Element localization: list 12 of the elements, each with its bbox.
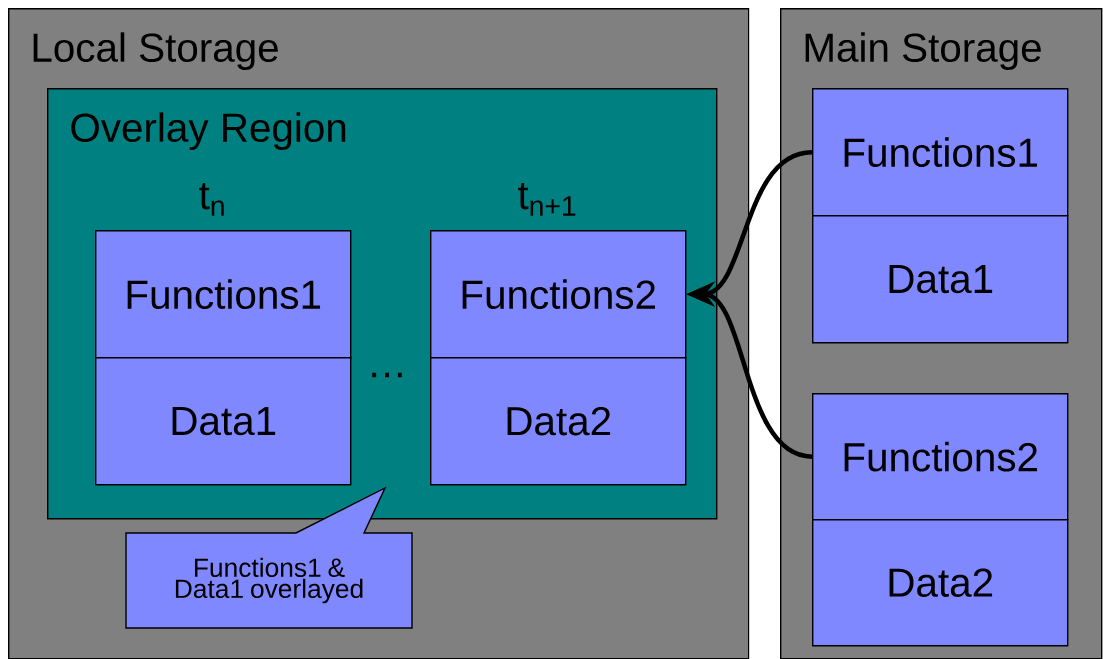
time-label: t$_{n}$ [199,182,224,216]
callout-box: Functions1 & Data1 overlayed [125,486,413,629]
memory-block: Data1 [812,215,1069,344]
memory-block: Data2 [430,357,687,486]
memory-block: Data1 [95,357,352,486]
memory-block: Functions2 [430,230,687,359]
time-label: t$_{n+1}$ [518,182,576,216]
ellipsis: … [372,372,402,378]
memory-block: Functions2 [812,393,1069,521]
memory-block: Data2 [812,519,1069,647]
memory-block: Functions1 [812,88,1069,217]
memory-block: Functions1 [95,230,352,359]
